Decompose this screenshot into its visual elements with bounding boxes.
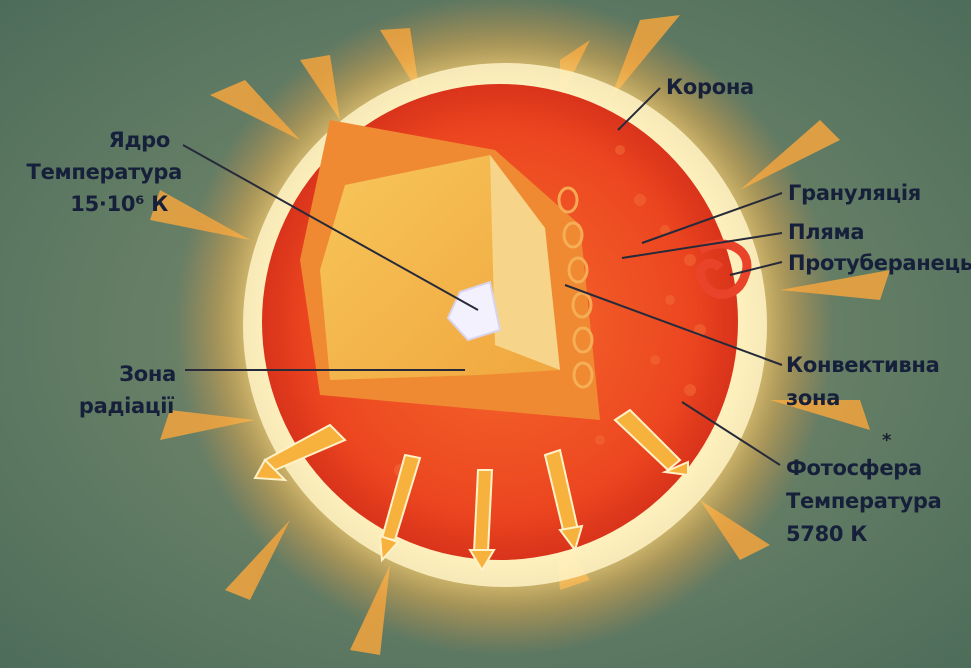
- label-photosphere-temperature-title: Температура: [786, 491, 941, 512]
- label-radiation-zone-line1: Зона: [60, 364, 176, 385]
- label-spot: Пляма: [788, 222, 864, 243]
- label-core: Ядро: [60, 130, 170, 151]
- label-convective-zone-line2: зона: [786, 388, 840, 409]
- label-photosphere-temperature-value: 5780 К: [786, 524, 867, 545]
- label-core-temperature-title: Температура: [4, 162, 182, 183]
- label-prominence: Протуберанець: [788, 253, 971, 274]
- label-convective-zone-line1: Конвективна: [786, 355, 939, 376]
- label-granulation: Грануляція: [788, 183, 921, 204]
- label-core-temperature-value: 15·10⁶ К: [40, 194, 168, 215]
- star-mark: *: [882, 430, 892, 451]
- label-photosphere: Фотосфера: [786, 458, 922, 479]
- label-radiation-zone-line2: радіації: [40, 396, 174, 417]
- label-corona: Корона: [666, 77, 754, 98]
